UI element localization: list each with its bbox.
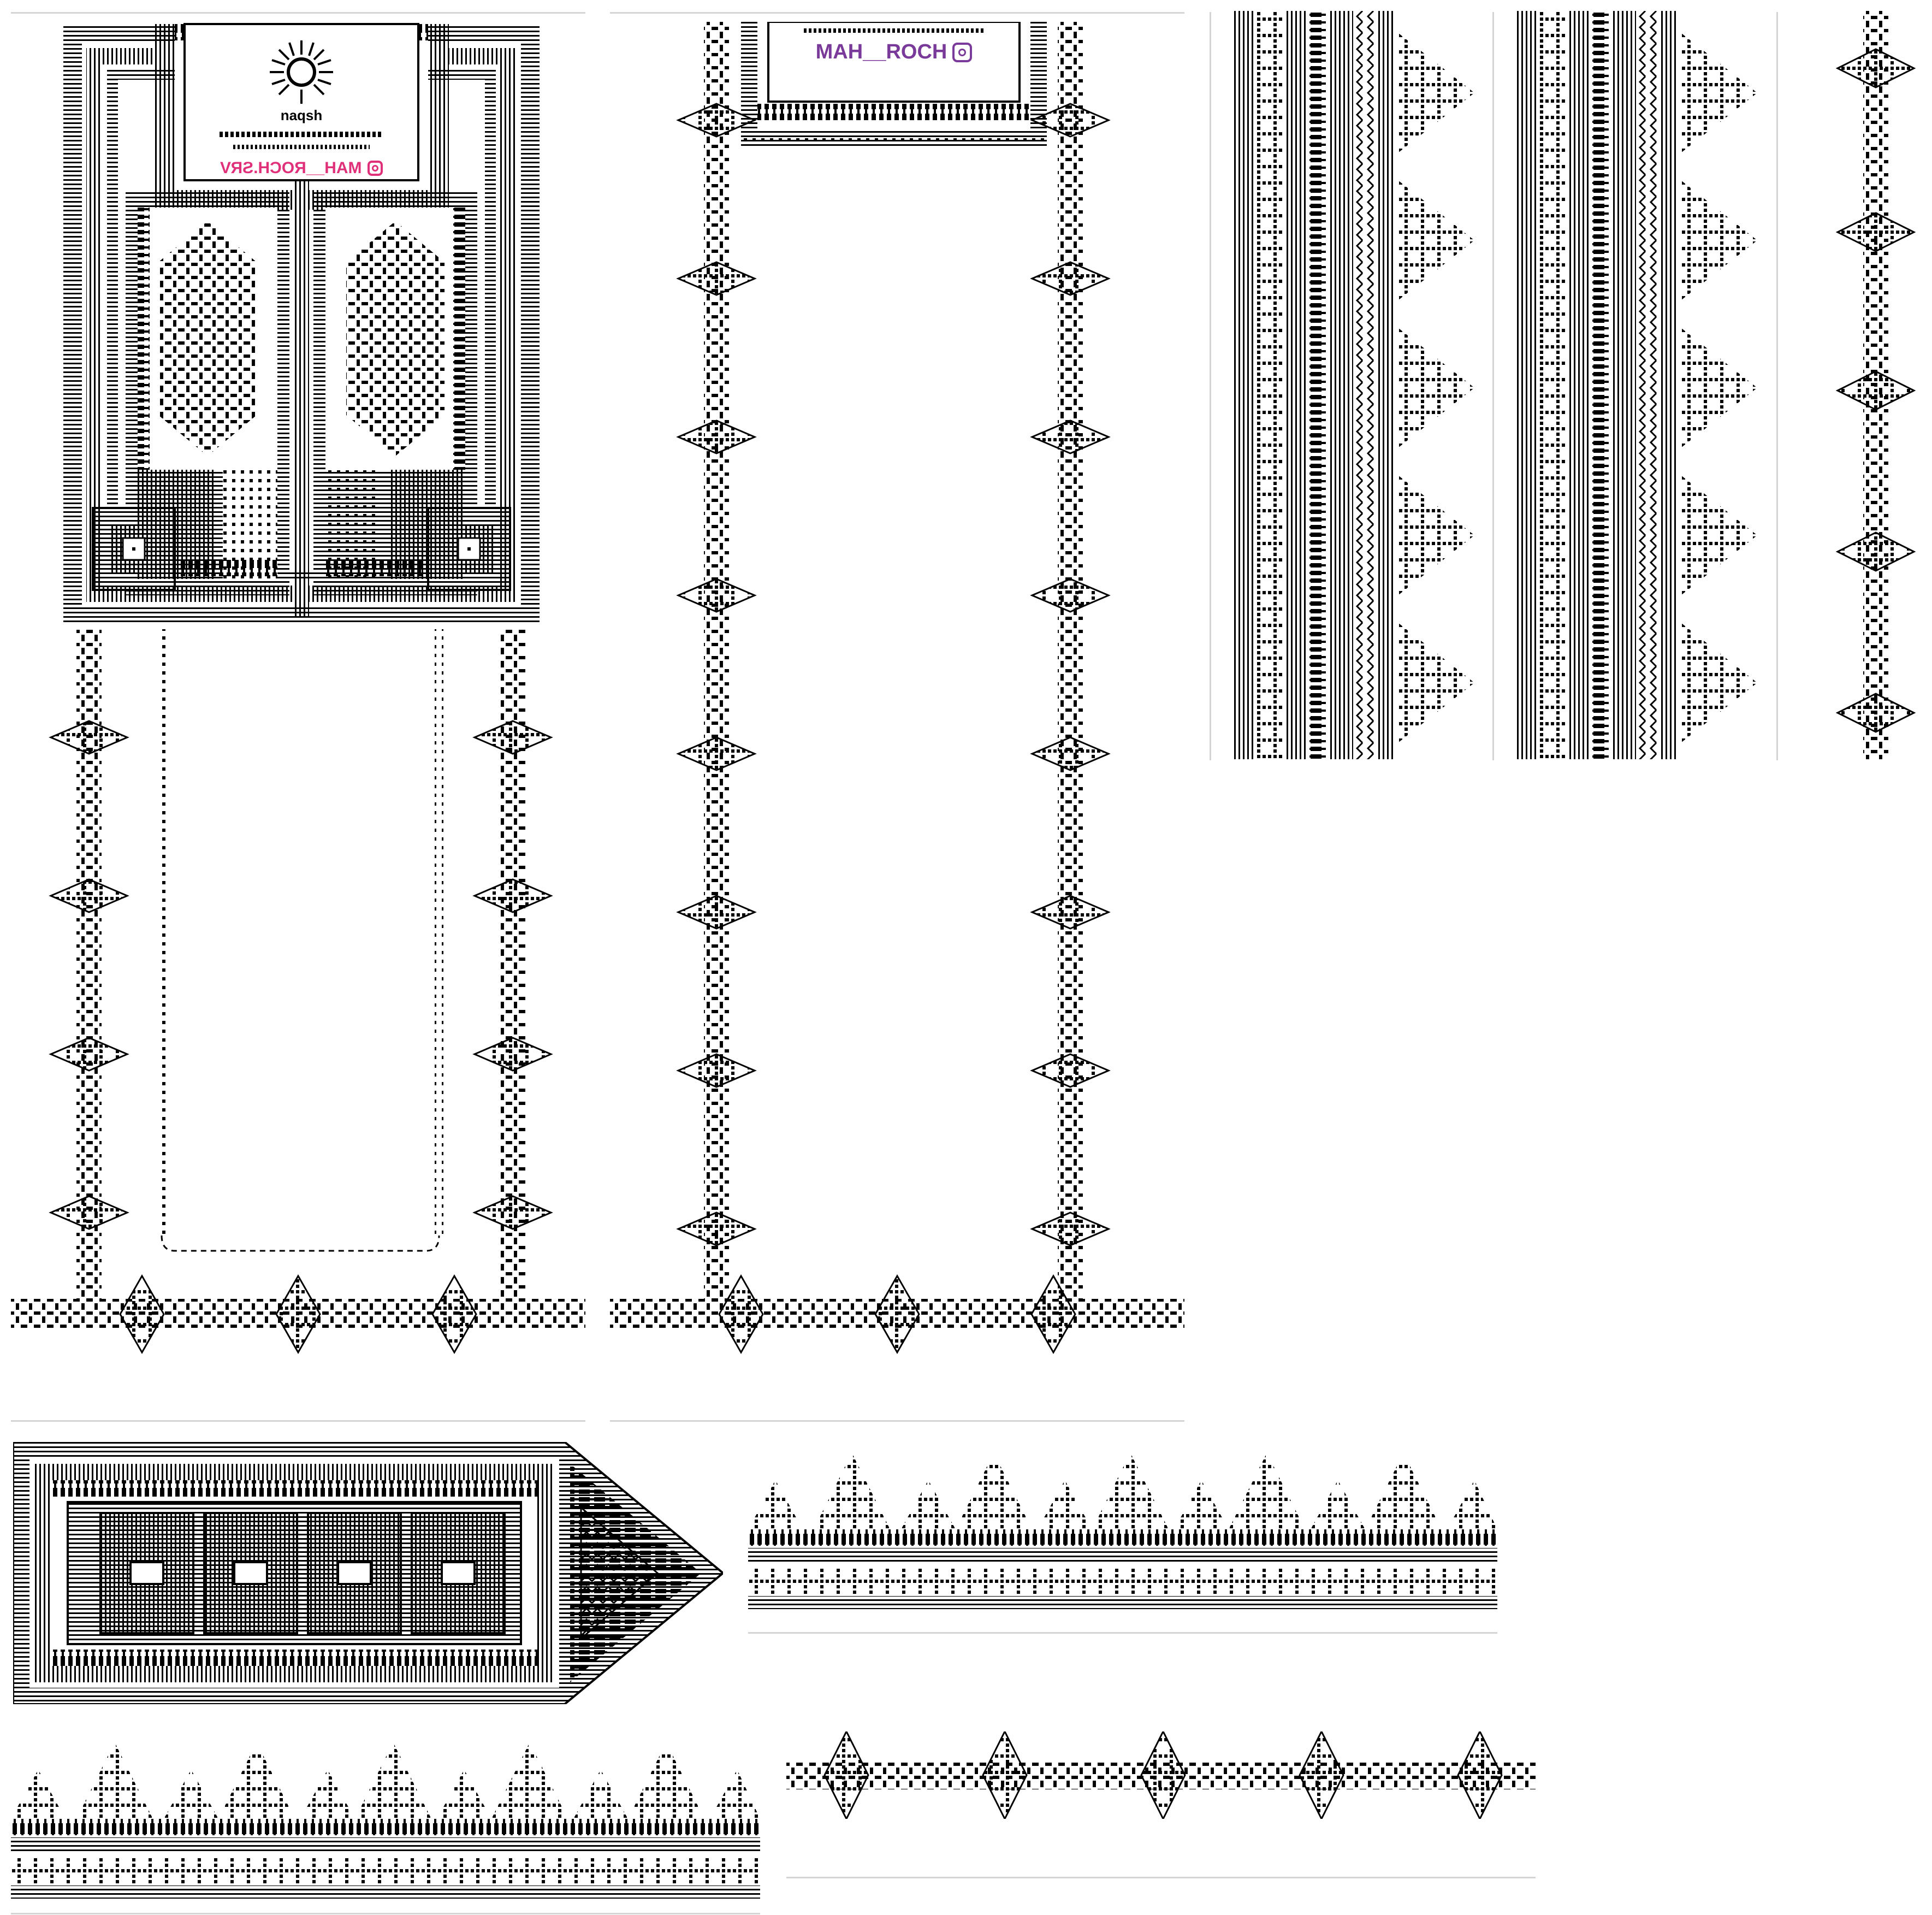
separator-rule [610, 12, 1184, 14]
back-neck-label: MAH__ROCH [774, 25, 1014, 96]
instagram-icon [952, 42, 973, 62]
yoke-neck-label: naqsh MAH__ROCH.SRV [191, 27, 412, 177]
logo-text: naqsh [280, 107, 323, 123]
pointed-panel-pattern [13, 1442, 723, 1704]
scalloped-border-pattern [11, 1731, 760, 1906]
separator-rule [1210, 12, 1211, 760]
brand-handle: MAH__ROCH.SRV [220, 159, 362, 177]
separator-rule [11, 1420, 585, 1422]
designer-caption [220, 132, 383, 137]
separator-rule [748, 1632, 1497, 1634]
sleeve-band-pattern [1517, 11, 1757, 759]
separator-rule [1776, 12, 1778, 760]
mirrored-caption [804, 28, 984, 33]
sunburst-logo-icon [269, 39, 334, 105]
brand-handle: MAH__ROCH [815, 40, 947, 63]
instagram-icon [367, 161, 383, 176]
separator-rule [610, 1420, 1184, 1422]
narrow-horizontal-border-pattern [786, 1731, 1536, 1819]
separator-rule [11, 12, 585, 14]
sleeve-band-pattern [1234, 11, 1474, 759]
front-yoke-pattern: naqsh MAH__ROCH.SRV [11, 22, 590, 1366]
narrow-vertical-border-pattern [1835, 11, 1917, 759]
separator-rule [786, 1877, 1536, 1878]
back-neck-pattern: MAH__ROCH [610, 22, 1189, 1366]
separator-rule [11, 1913, 760, 1914]
separator-rule [1492, 12, 1494, 760]
designer-subcaption [233, 145, 370, 149]
scalloped-border-pattern [748, 1442, 1497, 1617]
